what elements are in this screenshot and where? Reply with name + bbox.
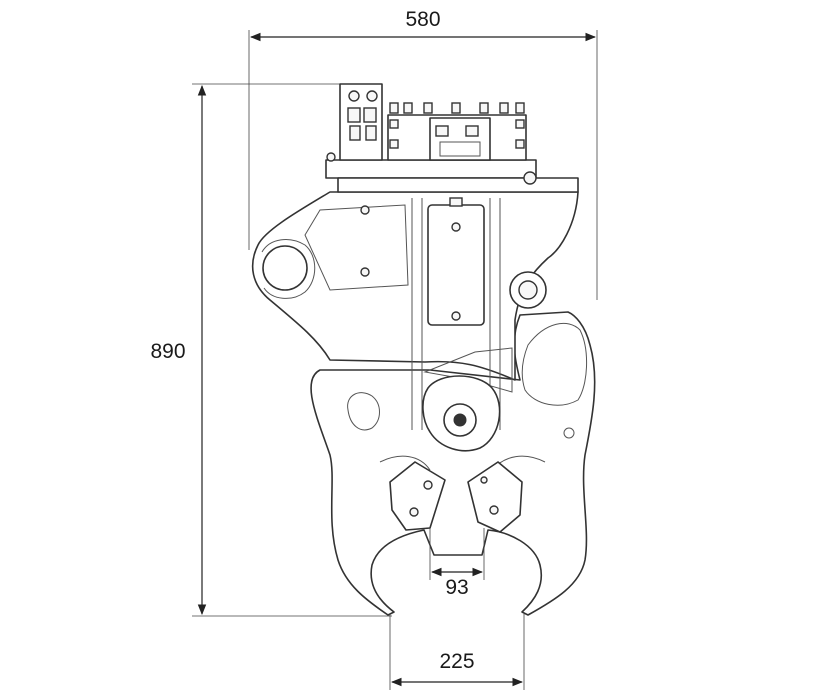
valve-port-2 [366,90,378,102]
mounting-flange [337,177,579,193]
left-blade-bolt-1 [423,480,433,490]
dimension-overall-width: 580 [248,8,598,300]
right-pivot-pin [518,280,538,300]
rotator-bolt-row [389,102,525,149]
right-blade-bolt-2 [489,505,499,515]
plate-nut-left [326,152,336,162]
right-jaw-hole [563,427,575,439]
dimension-jaw-inner: 93 [429,528,485,599]
right-jaw-cutout [521,322,588,406]
label-jaw-inner: 93 [445,576,468,599]
valve-fitting-2 [363,107,377,123]
label-overall-height: 890 [150,340,185,363]
valve-fitting-4 [365,125,377,141]
connector-base [439,141,481,157]
cylinder-bolt-bottom [451,311,461,321]
main-pivot-hole [262,245,308,291]
body-window-panel [304,204,409,291]
dimension-overall-height: 890 [150,83,392,617]
left-blade-bolt-2 [409,507,419,517]
cylinder-cap [449,197,463,207]
dimension-jaw-opening: 225 [389,614,525,690]
side-lug-outline [261,239,316,299]
left-jaw-lobe [347,392,380,431]
plate-nut-right [523,171,537,185]
cylinder-bolt-top [451,222,461,232]
mounting-plate [325,159,537,179]
label-overall-width: 580 [405,8,440,31]
valve-port-1 [348,90,360,102]
right-blade-bolt-1 [480,476,488,484]
connector-port-left [435,125,449,137]
demolition-pulverizer [251,83,596,616]
label-jaw-opening: 225 [439,650,474,673]
connector-port-right [465,125,479,137]
central-pivot-pin [453,413,467,427]
upper-body-plate [251,191,579,381]
valve-fitting-3 [349,125,361,141]
bolt-1 [360,205,370,215]
bolt-2 [360,267,370,277]
center-connector [429,117,491,161]
valve-fitting-1 [347,107,361,123]
